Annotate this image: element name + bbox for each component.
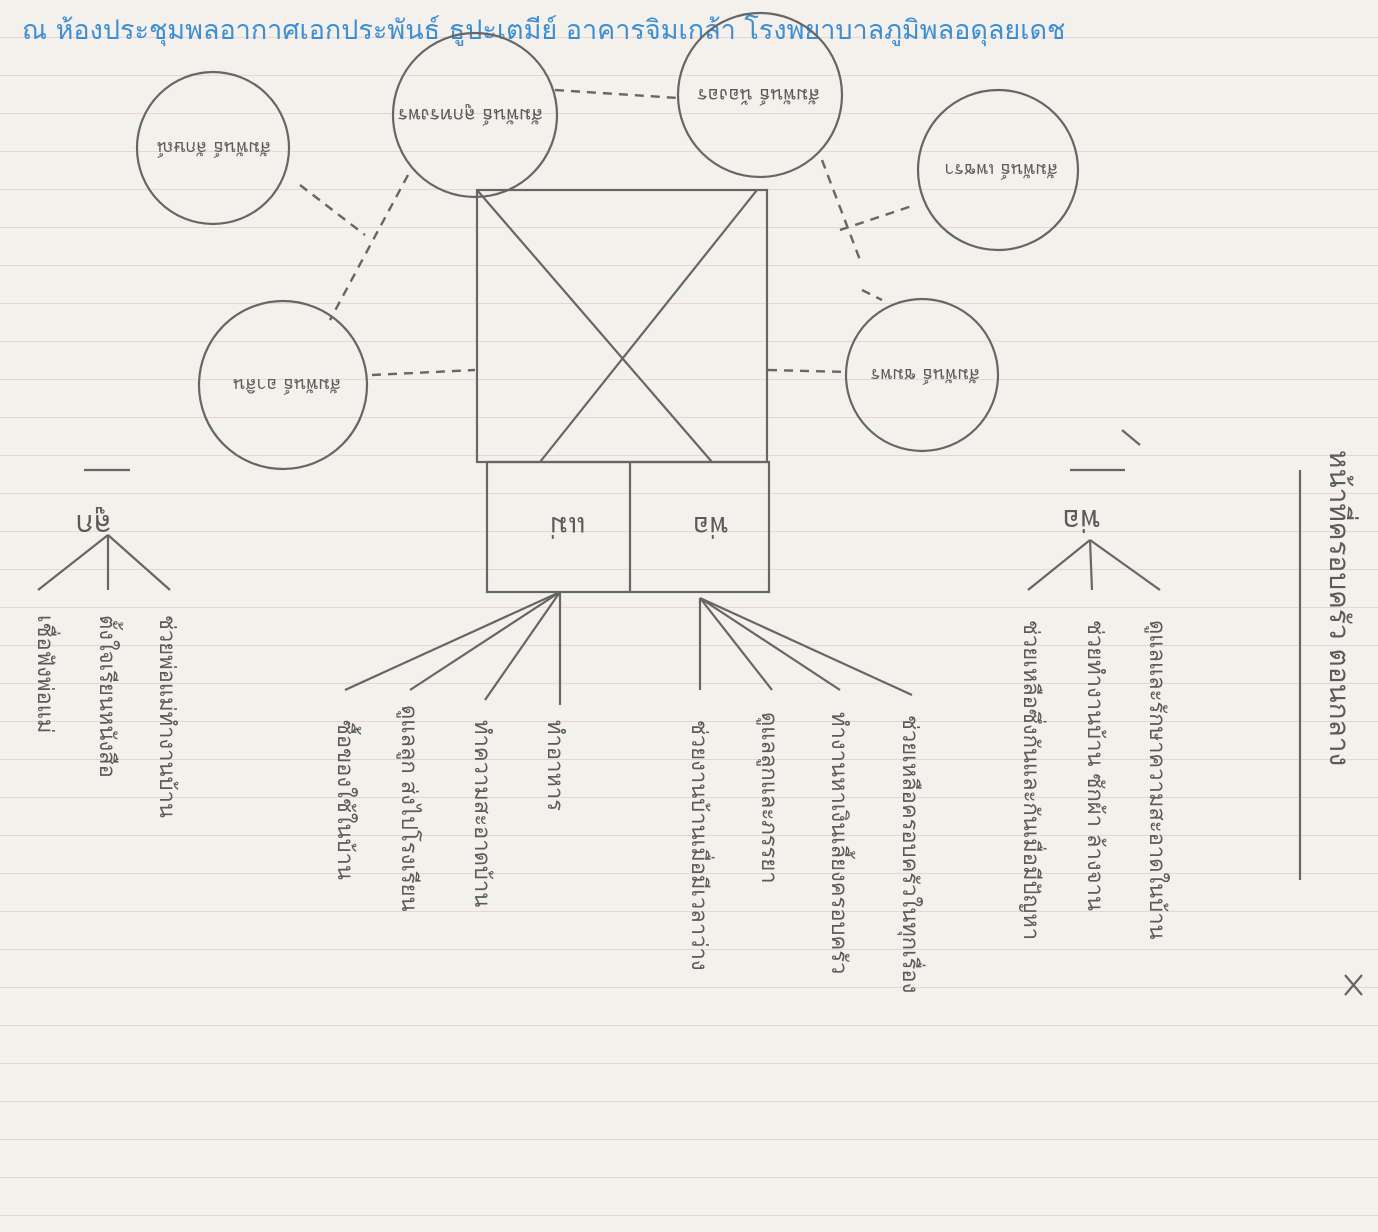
mother-item: ทำความสะอาดบ้าน xyxy=(469,720,494,907)
relative-circle-5: สัมพันธ์ ชมพร xyxy=(844,297,1000,453)
mother-item: ทำอาหาร xyxy=(542,720,567,811)
relative-circle-6: สัมพันธ์ อาสิน xyxy=(197,299,369,471)
relative-circle-2: สัมพันธ์ น้องอร xyxy=(676,11,844,179)
right-branch-item: ช่วยทำงานบ้าน ซักผ้า ล้างจาน xyxy=(1082,620,1107,911)
relative-label: สัมพันธ์ ชมพร xyxy=(870,364,980,385)
relative-label: สัมพันธ์ อาสิน xyxy=(233,374,341,395)
right-branch-item: ช่วยเหลือซึ่งกันและกันเมื่อมีปัญหา xyxy=(1018,620,1047,940)
father-item: ดูแลลูกและภรรยา xyxy=(756,712,781,884)
right-branch-item: ดูแลและรักษาความสะอาดในบ้าน xyxy=(1144,620,1170,940)
father-item: ช่วยงานบ้านเมื่อมีเวลาว่าง xyxy=(686,720,715,971)
center-label-father: พ่อ xyxy=(693,510,728,543)
center-label-mother: แม่ xyxy=(549,510,586,543)
page-header: ณ ห้องประชุมพลอากาศเอกประพันธ์ ธูปะเตมีย… xyxy=(22,15,1066,46)
relative-label: สัมพันธ์ ลักษณ์ xyxy=(157,137,271,158)
mother-item: ดูแลลูก ส่งไปโรงเรียน xyxy=(396,705,422,912)
relative-label: สัมพันธ์ ลูกทรงพร xyxy=(398,104,543,126)
relative-circle-4: สัมพันธ์ เพชรา xyxy=(916,88,1080,252)
father-item: ช่วยเหลือครอบครัวในทุกเรื่อง xyxy=(897,715,926,993)
left-branch-item: ช่วยพ่อแม่ทำงานบ้าน xyxy=(154,615,179,818)
notes-heading: หน้าที่ครอบครัว ตอนกลาง xyxy=(1323,450,1359,766)
relative-label: สัมพันธ์ เพชรา xyxy=(944,159,1058,180)
father-item: ทำงานหาเงินเลี้ยงครอบครัว xyxy=(826,712,855,974)
left-branch-item: เชื่อฟังพ่อแม่ xyxy=(32,615,61,733)
relative-circle-1: สัมพันธ์ ลูกทรงพร xyxy=(391,31,559,199)
mother-item: ซื้อของใช้ในบ้าน xyxy=(332,720,361,880)
left-branch-item: ตั้งใจเรียนหนังสือ xyxy=(94,615,123,778)
relative-circle-3: สัมพันธ์ ลักษณ์ xyxy=(135,70,291,226)
right-branch-label: พ่อ xyxy=(1062,502,1100,537)
relative-label: สัมพันธ์ น้องอร xyxy=(697,84,820,106)
